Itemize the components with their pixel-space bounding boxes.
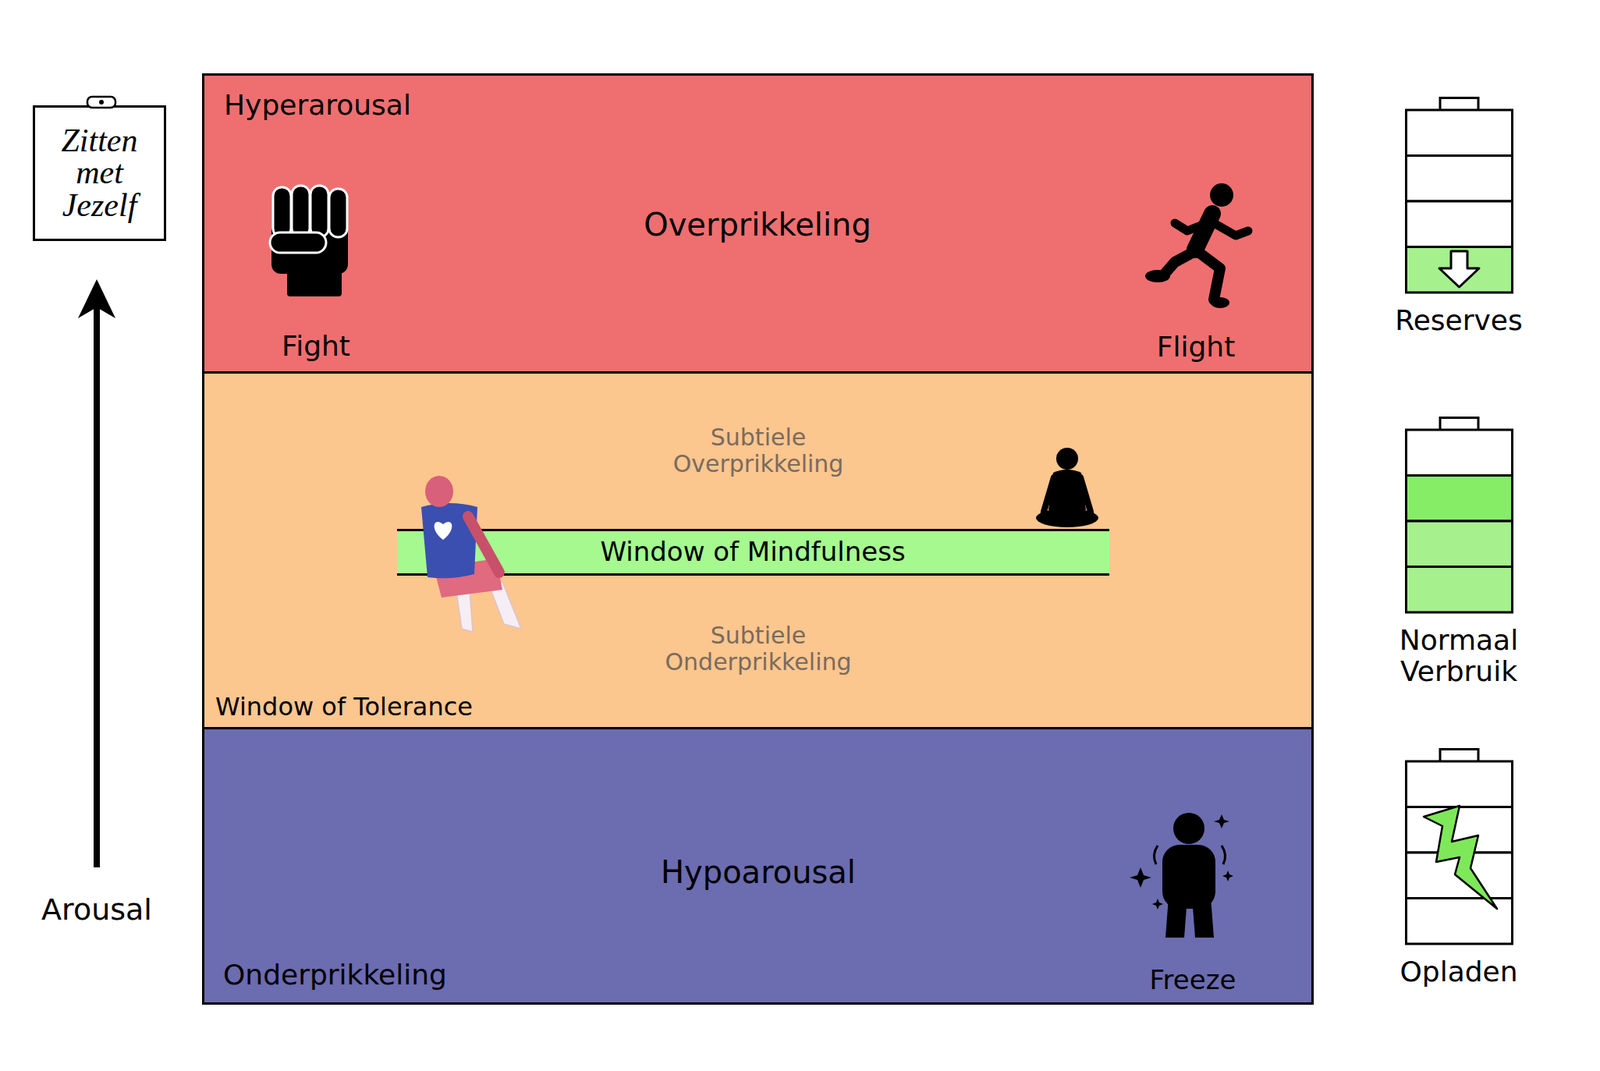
battery-shape [1405,521,1512,568]
battery-shape [1405,201,1512,248]
meditating-figure [1056,447,1079,470]
zone-label: Overprikkeling [643,206,872,243]
fist-icon [287,265,342,297]
freeze-figure [1213,814,1230,829]
battery-shape [1423,805,1498,909]
battery-shape [1405,247,1512,294]
fist-icon [291,185,310,238]
tolerance-band: Subtiele OverprikkelingSubtiele Onderpri… [202,371,1314,730]
arousal-arrow [78,279,116,319]
sitting-person [421,475,522,632]
battery-shape [1405,429,1512,476]
freeze-figure [1221,845,1226,865]
response-label: Freeze [1149,964,1237,996]
running-figure [1145,269,1171,283]
battery-shape [1440,418,1479,431]
battery-shape [1405,109,1512,157]
response-label: Flight [1156,330,1236,363]
running-figure [1145,183,1249,309]
freeze-figure [1173,812,1205,845]
sitting-person [456,589,473,632]
meditating-figure [1035,447,1099,528]
fist-icon [269,185,348,297]
mindfulness-bar: Window of Mindfulness [397,528,1110,576]
logo-text: Zitten met Jezelf [60,124,138,221]
battery-shape [1440,98,1479,111]
battery-shape [1405,475,1512,522]
running-figure [1163,251,1196,275]
fist-icon [269,232,327,253]
battery-icon [1404,748,1514,946]
freeze-figure [1152,898,1164,910]
battery-icon [1404,96,1514,295]
band-title: Hyperarousal [223,88,412,121]
band-title: Window of Tolerance [215,692,473,722]
running-figure [1213,223,1249,236]
freeze-figure [1165,897,1188,938]
freeze-figure [1153,845,1158,865]
battery-shape [1405,567,1512,614]
arousal-arrow [78,279,116,868]
running-figure [1209,183,1234,207]
battery-label: Normaal Verbruik [1399,624,1519,687]
logo-box: Zitten met Jezelf [32,105,167,242]
fist-icon [329,188,348,238]
hyperarousal-band: HyperarousalOverprikkelingFight Flight [202,73,1314,374]
running-figure [1195,249,1221,300]
battery-icon [1404,416,1514,614]
battery-label: Opladen [1399,956,1518,988]
zone-label: Hypoarousal [660,854,856,891]
battery-node: Reserves [1372,96,1545,337]
arousal-arrow [93,305,100,868]
battery-shape [1440,749,1479,763]
clipboard-clip [87,96,116,108]
battery-node: Opladen [1372,748,1545,988]
meditating-figure [1043,477,1054,512]
battery-shape [1405,898,1512,945]
response-label: Fight [281,329,351,362]
fist-icon [310,185,329,238]
band-title: Onderprikkeling [223,958,448,991]
battery-shape [1439,251,1480,288]
battery-label: Reserves [1394,305,1522,337]
axis-label: Arousal [41,893,153,928]
bar-label: Window of Mindfulness [599,536,905,568]
subtle-zone-label: Subtiele Overprikkeling [673,424,845,479]
battery-shape [1405,156,1512,203]
clipboard-clip [87,96,116,108]
freeze-figure [1129,867,1152,888]
subtle-zone-label: Subtiele Onderprikkeling [664,622,852,677]
freeze-figure [1129,812,1234,938]
running-figure [1210,297,1230,309]
battery-node: Normaal Verbruik [1372,416,1545,687]
fist-icon [273,187,291,238]
hypoarousal-band: HypoarousalOnderprikkeling Freeze [202,727,1314,1005]
sitting-person [425,475,454,508]
freeze-figure [1192,897,1214,938]
clipboard-clip [99,99,104,105]
running-figure [1174,221,1211,231]
sitting-person [468,516,500,573]
freeze-figure [1222,870,1234,882]
battery-shape [1405,761,1512,808]
meditating-figure [1080,477,1091,512]
sitting-person [434,521,453,540]
